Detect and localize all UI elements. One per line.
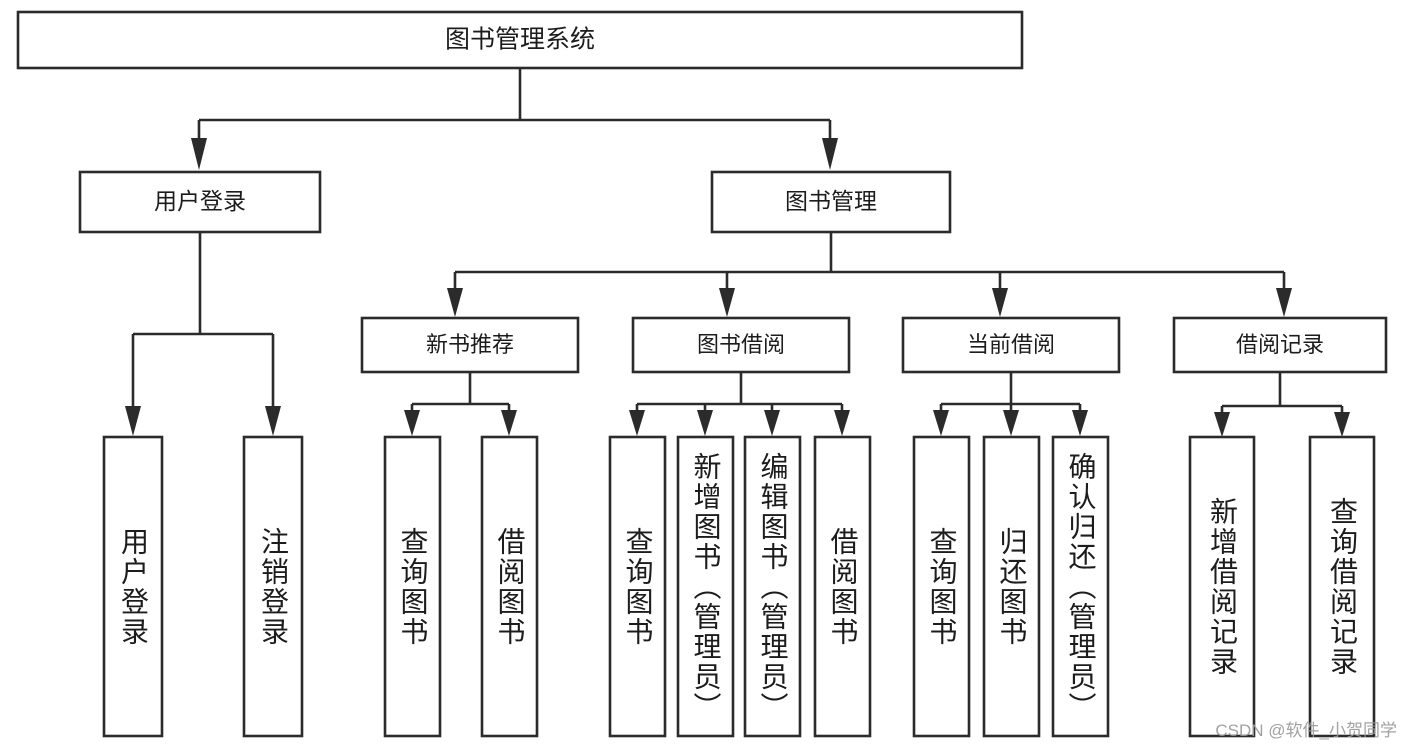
arrow-to-new-book-recommend [447, 288, 463, 317]
node-new-book-recommend[interactable] [360, 316, 580, 374]
arrow-to-leaf-query-record [1334, 412, 1350, 437]
leaf-box-add-book[interactable] [676, 435, 735, 738]
arrow-to-leaf-add-book [697, 410, 713, 436]
leaf-box-query-book-1[interactable] [383, 435, 442, 738]
node-borrow-record[interactable] [1172, 316, 1388, 374]
leaf-box-borrow-book-2[interactable] [813, 435, 872, 738]
arrow-to-leaf-borrow-book-2 [834, 410, 850, 436]
node-book-borrow[interactable] [631, 316, 851, 374]
node-borrow-record-label: 借阅记录 [1236, 332, 1324, 357]
arrow-to-leaf-user-login [125, 406, 141, 436]
arrow-to-book-management [822, 138, 838, 170]
arrow-to-leaf-query-book-3 [933, 410, 949, 436]
arrow-to-leaf-return-book [1003, 410, 1019, 436]
arrow-to-leaf-edit-book [764, 410, 780, 436]
node-book-borrow-label: 图书借阅 [697, 332, 785, 357]
arrow-to-leaf-add-record [1214, 412, 1230, 437]
arrow-to-current-borrow [992, 288, 1008, 317]
arrow-to-leaf-borrow-book-1 [501, 410, 517, 436]
arrow-to-leaf-confirm-return [1072, 410, 1088, 436]
leaf-box-user-login[interactable] [102, 435, 164, 738]
leaf-box-borrow-book-1[interactable] [480, 435, 539, 738]
arrow-to-book-borrow [719, 288, 735, 317]
arrow-to-leaf-query-book-1 [404, 410, 420, 436]
leaf-box-query-book-2[interactable] [608, 435, 667, 738]
arrow-to-leaf-logout [265, 406, 281, 436]
node-root-book-management-system[interactable] [16, 10, 1024, 70]
leaf-box-confirm-return[interactable] [1051, 435, 1110, 738]
node-new-book-recommend-label: 新书推荐 [426, 332, 514, 357]
node-current-borrow-label: 当前借阅 [967, 332, 1055, 357]
node-book-management-label: 图书管理 [785, 188, 877, 214]
leaf-box-return-book[interactable] [982, 435, 1041, 738]
leaf-box-query-book-3[interactable] [912, 435, 971, 738]
leaf-box-add-record[interactable] [1188, 435, 1256, 738]
leaf-box-edit-book[interactable] [743, 435, 802, 738]
node-root-label: 图书管理系统 [445, 26, 595, 54]
node-user-login-label: 用户登录 [154, 188, 246, 214]
node-book-management[interactable] [710, 170, 952, 234]
leaf-box-query-record[interactable] [1308, 435, 1376, 738]
arrow-to-user-login [191, 138, 207, 170]
arrow-to-leaf-query-book-2 [629, 410, 645, 436]
arrow-to-borrow-record [1276, 288, 1292, 317]
node-current-borrow[interactable] [901, 316, 1121, 374]
leaf-box-logout[interactable] [242, 435, 304, 738]
